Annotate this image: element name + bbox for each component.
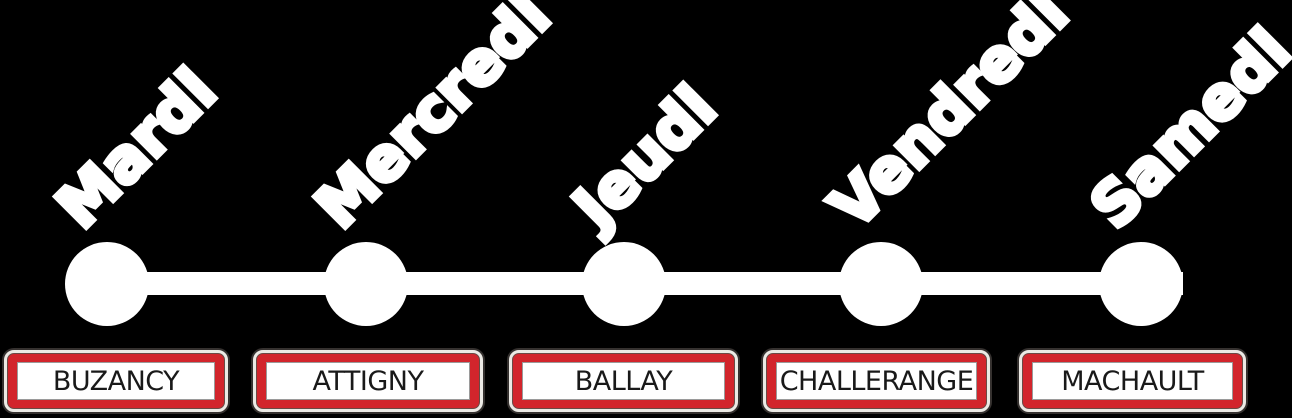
town-sign-label: BUZANCY [52, 365, 180, 397]
town-sign-label: CHALLERANGE [779, 365, 974, 397]
day-label-mercredi: Mercredi [300, 0, 566, 245]
town-sign-label: MACHAULT [1061, 365, 1204, 397]
town-sign-red-border: CHALLERANGE [766, 353, 987, 409]
town-sign-panel: BUZANCY [17, 362, 215, 400]
town-sign-label: ATTIGNY [312, 365, 424, 397]
town-sign-challerange: CHALLERANGE [761, 348, 992, 414]
town-sign-red-border: MACHAULT [1022, 353, 1243, 409]
timeline-node-jeudi [582, 242, 666, 326]
day-label-vendredi: Vendredi [815, 0, 1084, 245]
timeline-node-mardi [65, 242, 149, 326]
day-label-samedi: Samedi [1075, 13, 1292, 245]
day-label-mardi: Mardi [41, 53, 232, 244]
town-sign-red-border: BALLAY [512, 353, 735, 409]
town-sign-machault: MACHAULT [1017, 348, 1248, 414]
town-sign-attigny: ATTIGNY [251, 348, 485, 414]
town-sign-label: BALLAY [574, 365, 673, 397]
town-sign-red-border: ATTIGNY [256, 353, 480, 409]
town-sign-panel: CHALLERANGE [776, 362, 977, 400]
town-sign-panel: MACHAULT [1032, 362, 1233, 400]
town-sign-buzancy: BUZANCY [2, 348, 230, 414]
town-sign-panel: ATTIGNY [266, 362, 470, 400]
timeline-node-vendredi [839, 242, 923, 326]
town-sign-ballay: BALLAY [507, 348, 740, 414]
day-label-jeudi: Jeudi [558, 70, 732, 244]
town-sign-red-border: BUZANCY [7, 353, 225, 409]
town-sign-panel: BALLAY [522, 362, 725, 400]
timeline-node-mercredi [324, 242, 408, 326]
timeline-node-samedi [1099, 242, 1183, 326]
